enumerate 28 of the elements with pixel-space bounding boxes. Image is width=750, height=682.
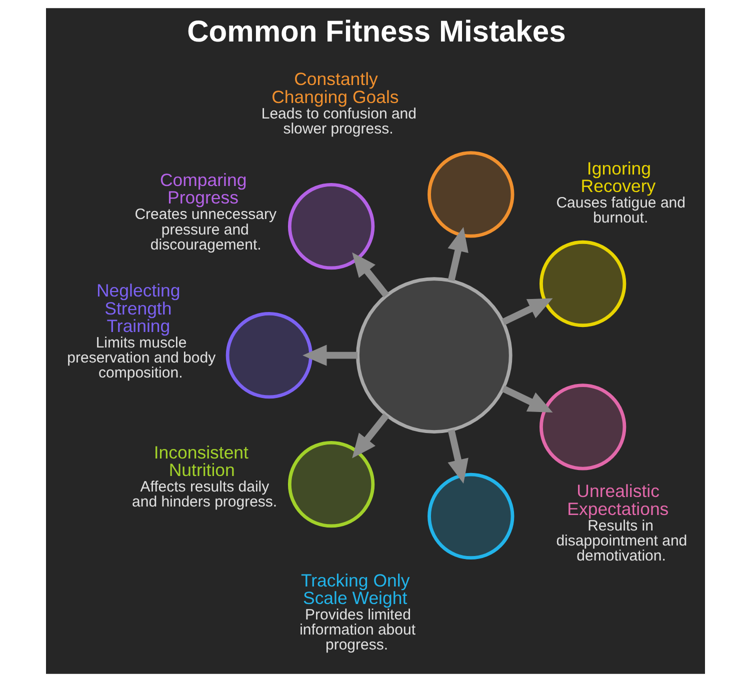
arrow xyxy=(302,344,357,366)
node-circle xyxy=(427,472,514,560)
arrow xyxy=(352,252,389,298)
node-circle xyxy=(356,277,512,434)
node-circle xyxy=(427,151,514,238)
arrow xyxy=(447,226,468,282)
arrow xyxy=(501,386,552,412)
node-label: Affects results daily and hinders progress. xyxy=(132,478,277,511)
node-label: Neglecting Strength Training xyxy=(96,280,180,336)
node-label: Ignoring Recovery xyxy=(580,158,656,196)
node-label: Inconsistent Nutrition xyxy=(153,442,248,480)
diagram-title: Common Fitness Mistakes xyxy=(186,16,566,49)
node-circle xyxy=(287,441,374,528)
node-circle xyxy=(539,240,626,328)
node-circle xyxy=(287,182,374,270)
node-label: Causes fatigue and burnout. xyxy=(556,194,685,227)
node-label: Provides limited information about progress. xyxy=(299,606,415,654)
node-label: Constantly Changing Goals xyxy=(271,69,398,107)
arrow xyxy=(352,413,389,458)
node-label: Comparing Progress xyxy=(159,170,246,208)
arrow xyxy=(447,429,468,484)
node-label: Unrealistic Expectations xyxy=(566,481,668,519)
node-label: Tracking Only Scale Weight xyxy=(300,570,410,608)
node-circle xyxy=(539,384,626,470)
arrow xyxy=(501,298,552,326)
node-label: Limits muscle preservation and body composition. xyxy=(66,334,216,382)
node-circle xyxy=(225,312,312,399)
node-label: Creates unnecessary pressure and discouragement. xyxy=(134,206,276,254)
